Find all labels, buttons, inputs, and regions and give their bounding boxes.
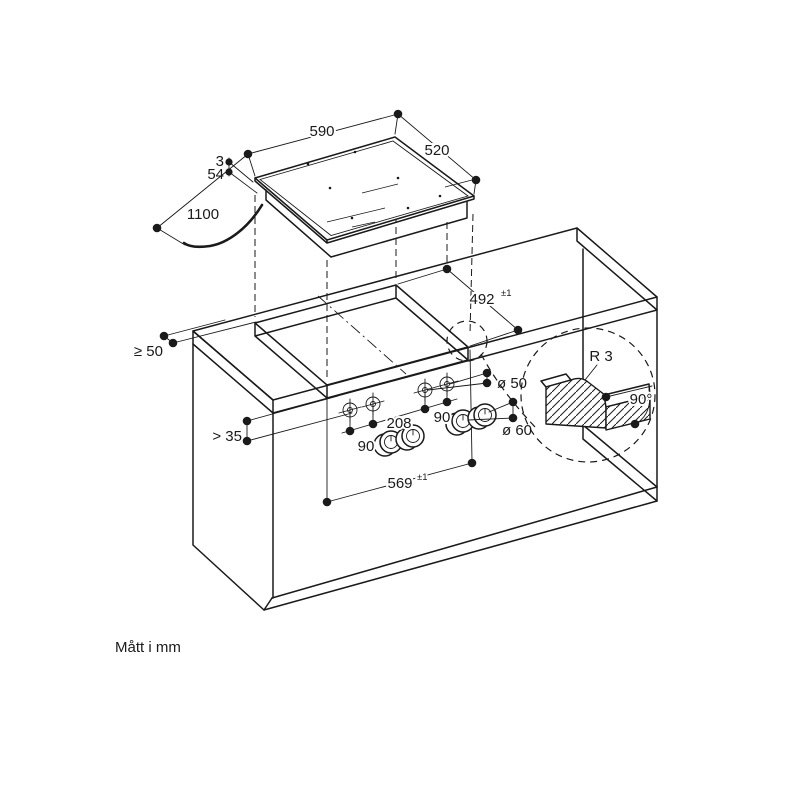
dimension-1100: 1100 — [152, 153, 249, 246]
detail-circle — [520, 327, 656, 463]
cabinet-left-face — [192, 343, 265, 611]
dim-label-lower-clearance: > 35 — [212, 428, 242, 445]
cabinet-toe-kick — [263, 486, 658, 611]
cutout-inner-rim — [254, 284, 469, 399]
detail-view: R 3 90° — [446, 320, 656, 463]
dimension-3-54: 3 54 — [207, 153, 258, 194]
detail-label-angle: 90° — [630, 391, 653, 408]
dim-label-spacing-group: 208 — [386, 415, 411, 432]
cooktop — [182, 136, 475, 258]
dim-label-rear-clearance: ≥ 50 — [134, 343, 163, 360]
dimension-rear-clearance: ≥ 50 — [134, 319, 257, 360]
dim-label-spacing-right: 90 — [434, 409, 451, 426]
projection-line-front-right — [469, 213, 474, 335]
dim-label-3: 3 — [216, 153, 224, 170]
drill-hole — [338, 398, 362, 422]
detail-label-radius: R 3 — [589, 348, 612, 365]
dimension-520: 520 — [397, 113, 481, 195]
detail-radius-leader — [584, 364, 598, 381]
cooking-zone-markings — [306, 150, 473, 228]
dim-label-1100: 1100 — [187, 206, 219, 223]
dim-label-54: 54 — [207, 166, 224, 183]
dim-label-590: 590 — [309, 123, 334, 140]
detail-section-left — [545, 377, 607, 429]
control-knob — [467, 403, 497, 430]
dimension-lower-clearance: > 35 — [212, 395, 353, 446]
dim-label-569-tol: ±1 — [417, 472, 428, 483]
dim-label-spacing-left: 90 — [358, 438, 375, 455]
dim-label-520: 520 — [424, 142, 449, 159]
worktop-cutout — [254, 284, 469, 399]
power-cable — [182, 203, 264, 249]
cooktop-body — [265, 189, 468, 258]
projection-lines — [254, 150, 474, 379]
worktop-left-end — [192, 330, 274, 414]
dimension-hole-spacing: 90 208 90 — [341, 385, 458, 457]
cutout-centerline — [317, 295, 407, 375]
dim-label-492-tol: ±1 — [501, 288, 512, 299]
worktop-outline — [192, 227, 658, 401]
dimension-hole-small: ø 50 — [427, 368, 527, 392]
control-knobs — [373, 403, 497, 457]
cooktop-glass-inner-frame — [259, 140, 470, 236]
dimension-569: 569 ±1 — [322, 349, 477, 507]
control-knob — [445, 409, 475, 436]
dim-label-569: 569 — [387, 475, 412, 492]
dimension-hole-large: ø 60 — [467, 397, 532, 439]
dim-label-hole-small: ø 50 — [497, 375, 527, 392]
cabinet-front-face — [271, 309, 658, 599]
detail-reference-circle — [446, 320, 488, 362]
units-note: Mått i mm — [115, 639, 181, 656]
dim-label-492: 492 — [469, 291, 494, 308]
cooktop-glass-edge — [254, 177, 475, 244]
control-knob — [395, 424, 425, 451]
dim-label-hole-large: ø 60 — [502, 422, 532, 439]
dimension-492: 492 ±1 — [397, 264, 523, 347]
